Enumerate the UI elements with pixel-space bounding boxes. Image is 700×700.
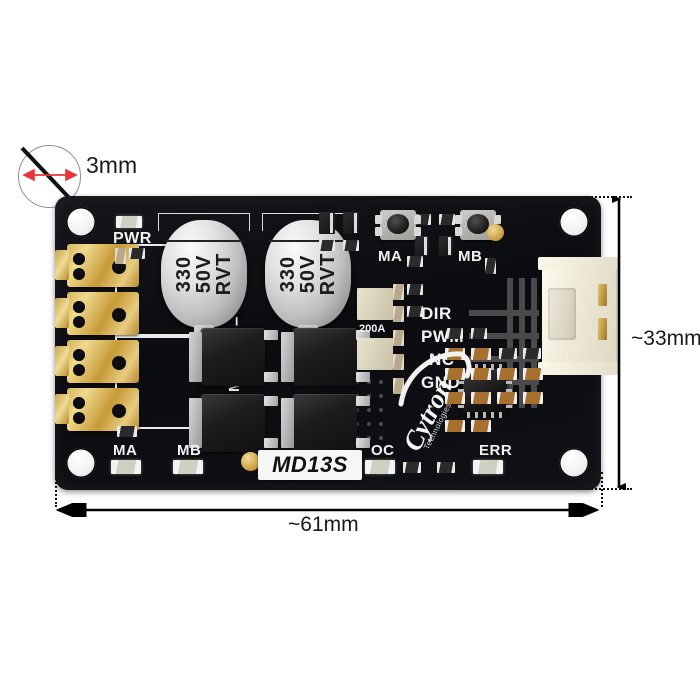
mounting-hole-top-left bbox=[66, 207, 96, 237]
power-led bbox=[116, 216, 142, 228]
led-err bbox=[473, 460, 503, 474]
silk-label-button-ma: MA bbox=[378, 248, 403, 265]
height-extension-top bbox=[588, 196, 632, 198]
led-mb bbox=[173, 460, 203, 474]
test-pad-top bbox=[487, 224, 504, 241]
silk-label-led-oc: OC bbox=[371, 442, 395, 459]
hole-diameter-label: 3mm bbox=[86, 152, 138, 178]
height-dimension-arrow bbox=[612, 196, 626, 490]
board-width-label: ~61mm bbox=[288, 513, 359, 536]
inductor-marking: 200A bbox=[359, 323, 386, 335]
hole-callout-diameter-arrow bbox=[22, 168, 78, 182]
terminal-motor-a bbox=[55, 340, 139, 383]
terminal-motor-b bbox=[55, 388, 139, 431]
board-name-text: MD13S bbox=[272, 452, 348, 477]
mosfet-q1 bbox=[189, 328, 278, 386]
silk-label-button-mb: MB bbox=[458, 248, 483, 265]
mosfet-q2 bbox=[281, 328, 370, 386]
terminal-vmotor-minus bbox=[55, 292, 139, 335]
mounting-hole-bottom-left bbox=[66, 448, 96, 478]
silk-label-led-mb: MB bbox=[177, 442, 202, 459]
silk-label-led-ma: MA bbox=[113, 442, 138, 459]
test-pad-bottom bbox=[241, 452, 260, 471]
led-oc bbox=[365, 460, 395, 474]
silk-label-dir: DIR bbox=[421, 304, 452, 323]
width-dimension-arrow bbox=[55, 503, 600, 517]
jst-signal-connector bbox=[538, 257, 618, 375]
board-height-label: ~33mm bbox=[631, 327, 700, 350]
inductor-pad-bottom bbox=[357, 338, 393, 370]
mounting-hole-top-right bbox=[559, 207, 589, 237]
cytron-swoosh-icon bbox=[398, 351, 472, 407]
button-ma[interactable] bbox=[375, 210, 421, 240]
led-ma bbox=[111, 460, 141, 474]
silk-label-led-err: ERR bbox=[479, 442, 513, 459]
silk-label-pwr: PWR bbox=[113, 230, 152, 247]
inductor-pad-top bbox=[357, 288, 393, 320]
board-name-label: MD13S bbox=[258, 450, 362, 480]
cytron-logo: Cytron Technologies bbox=[389, 346, 479, 458]
mosfet-q4 bbox=[281, 394, 370, 452]
hole-callout-circle bbox=[18, 145, 81, 208]
height-extension-bottom bbox=[588, 488, 632, 490]
width-extension-left bbox=[55, 475, 57, 507]
mounting-hole-bottom-right bbox=[559, 448, 589, 478]
mosfet-q3 bbox=[189, 394, 278, 452]
